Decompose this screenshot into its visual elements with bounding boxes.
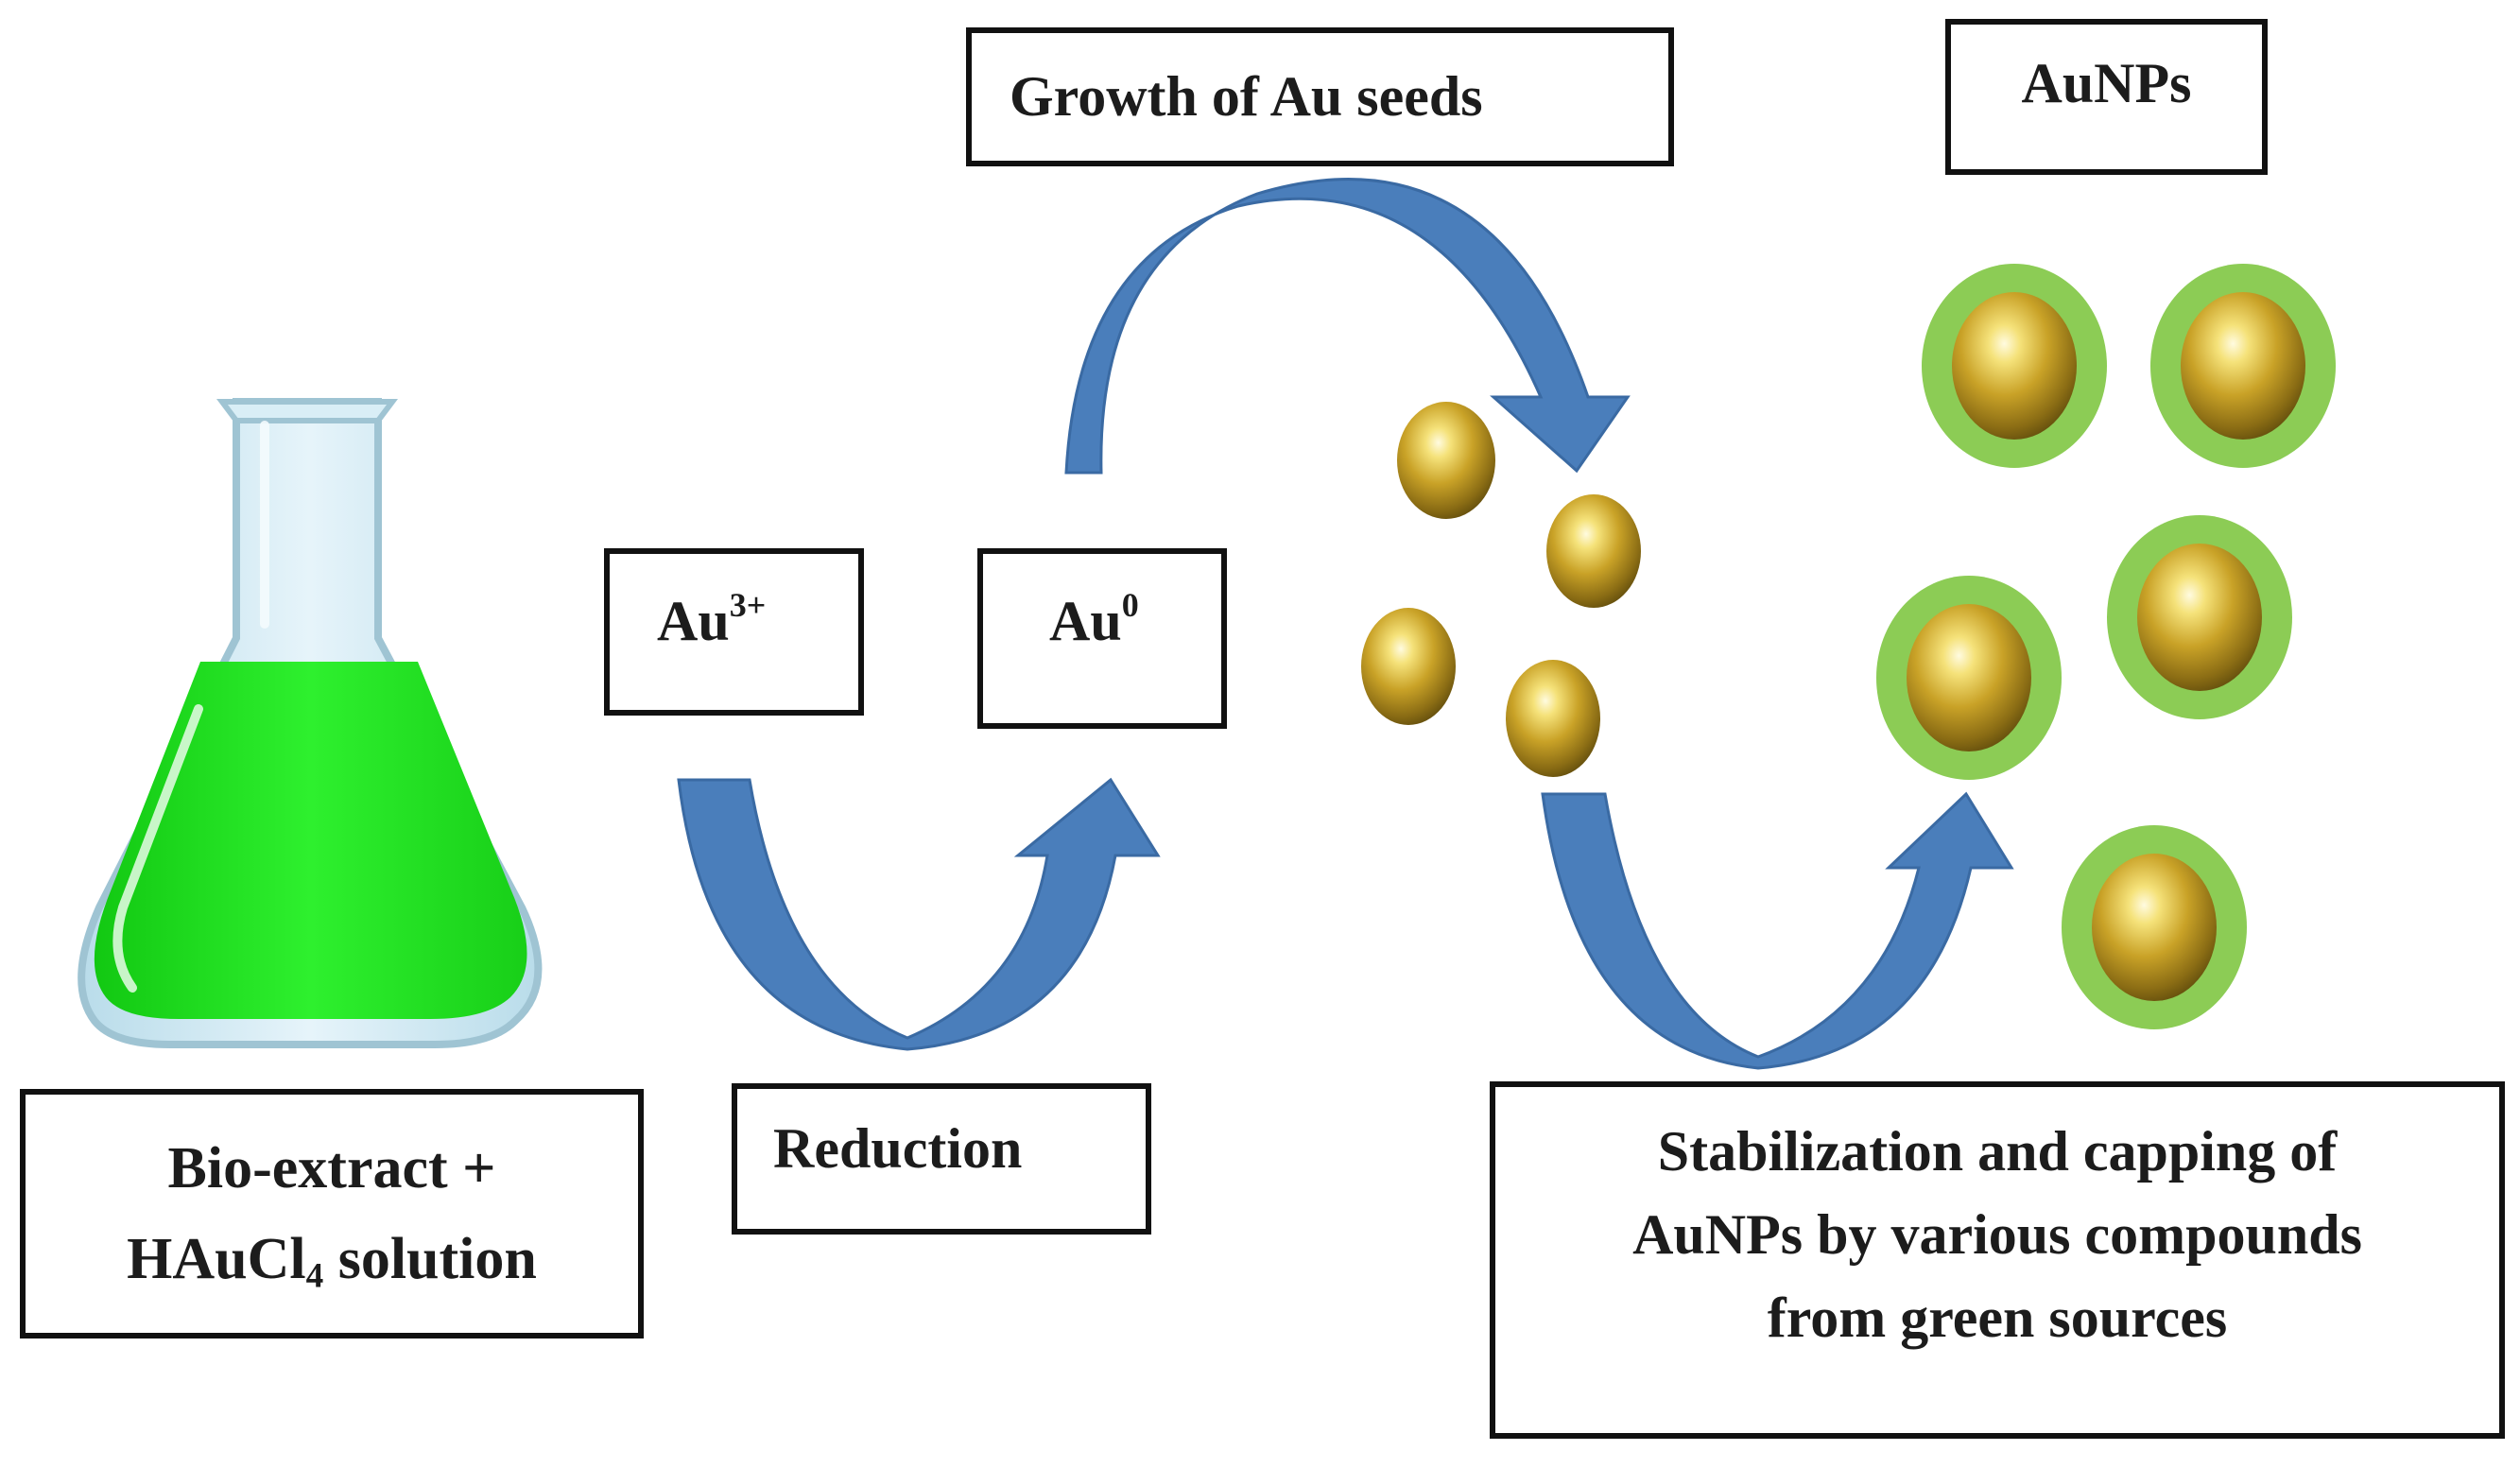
- au0-label: Au0: [1049, 588, 1139, 652]
- stabilization-box: Stabilization and capping of AuNPs by va…: [1490, 1081, 2505, 1439]
- capped-nanoparticle: [1876, 576, 2062, 780]
- solution-word: solution: [323, 1227, 537, 1291]
- gold-seed: [1546, 494, 1641, 608]
- stabilization-arrow: [1541, 791, 2014, 1070]
- au3-base: Au: [657, 590, 730, 652]
- gold-seed: [1506, 660, 1600, 777]
- reduction-label: Reduction: [773, 1117, 1023, 1180]
- stab-line-2: AuNPs by various compounds: [1632, 1203, 2362, 1266]
- gold-seeds: [1361, 402, 1641, 777]
- au3-superscript: 3+: [729, 585, 767, 624]
- gold-seed: [1361, 608, 1456, 725]
- au0-base: Au: [1049, 590, 1122, 652]
- capped-nanoparticle: [1922, 264, 2107, 468]
- green-liquid: [94, 662, 527, 1019]
- growth-of-au-seeds-box: Growth of Au seeds: [966, 27, 1674, 166]
- bio-line-2: HAuCl4 solution: [127, 1214, 537, 1304]
- growth-label: Growth of Au seeds: [1010, 65, 1483, 128]
- capped-nanoparticle: [2107, 515, 2292, 719]
- hauc-subscript: 4: [305, 1256, 324, 1296]
- stab-line-1: Stabilization and capping of: [1657, 1120, 2338, 1183]
- aunps-box: AuNPs: [1945, 19, 2268, 175]
- au0-box: Au0: [977, 548, 1227, 729]
- au0-superscript: 0: [1121, 585, 1139, 624]
- capped-aunps: [1876, 264, 2336, 1029]
- capped-nanoparticle: [2150, 264, 2336, 468]
- capped-nanoparticle: [2062, 825, 2247, 1029]
- reduction-arrow: [677, 777, 1161, 1051]
- stab-line-3: from green sources: [1767, 1287, 2228, 1349]
- bio-line-1: Bio-extract +: [167, 1136, 496, 1200]
- aunps-label: AuNPs: [2021, 52, 2192, 114]
- hauc-formula: HAuCl: [127, 1227, 306, 1291]
- bio-extract-box: Bio-extract + HAuCl4 solution: [20, 1089, 644, 1338]
- erlenmeyer-flask-icon: [78, 398, 543, 1048]
- growth-arrow: [1064, 178, 1631, 475]
- reduction-box: Reduction: [732, 1083, 1151, 1235]
- gold-seed: [1397, 402, 1495, 519]
- arrows: [677, 178, 2014, 1070]
- au3-box: Au3+: [604, 548, 864, 716]
- au3-label: Au3+: [657, 588, 766, 652]
